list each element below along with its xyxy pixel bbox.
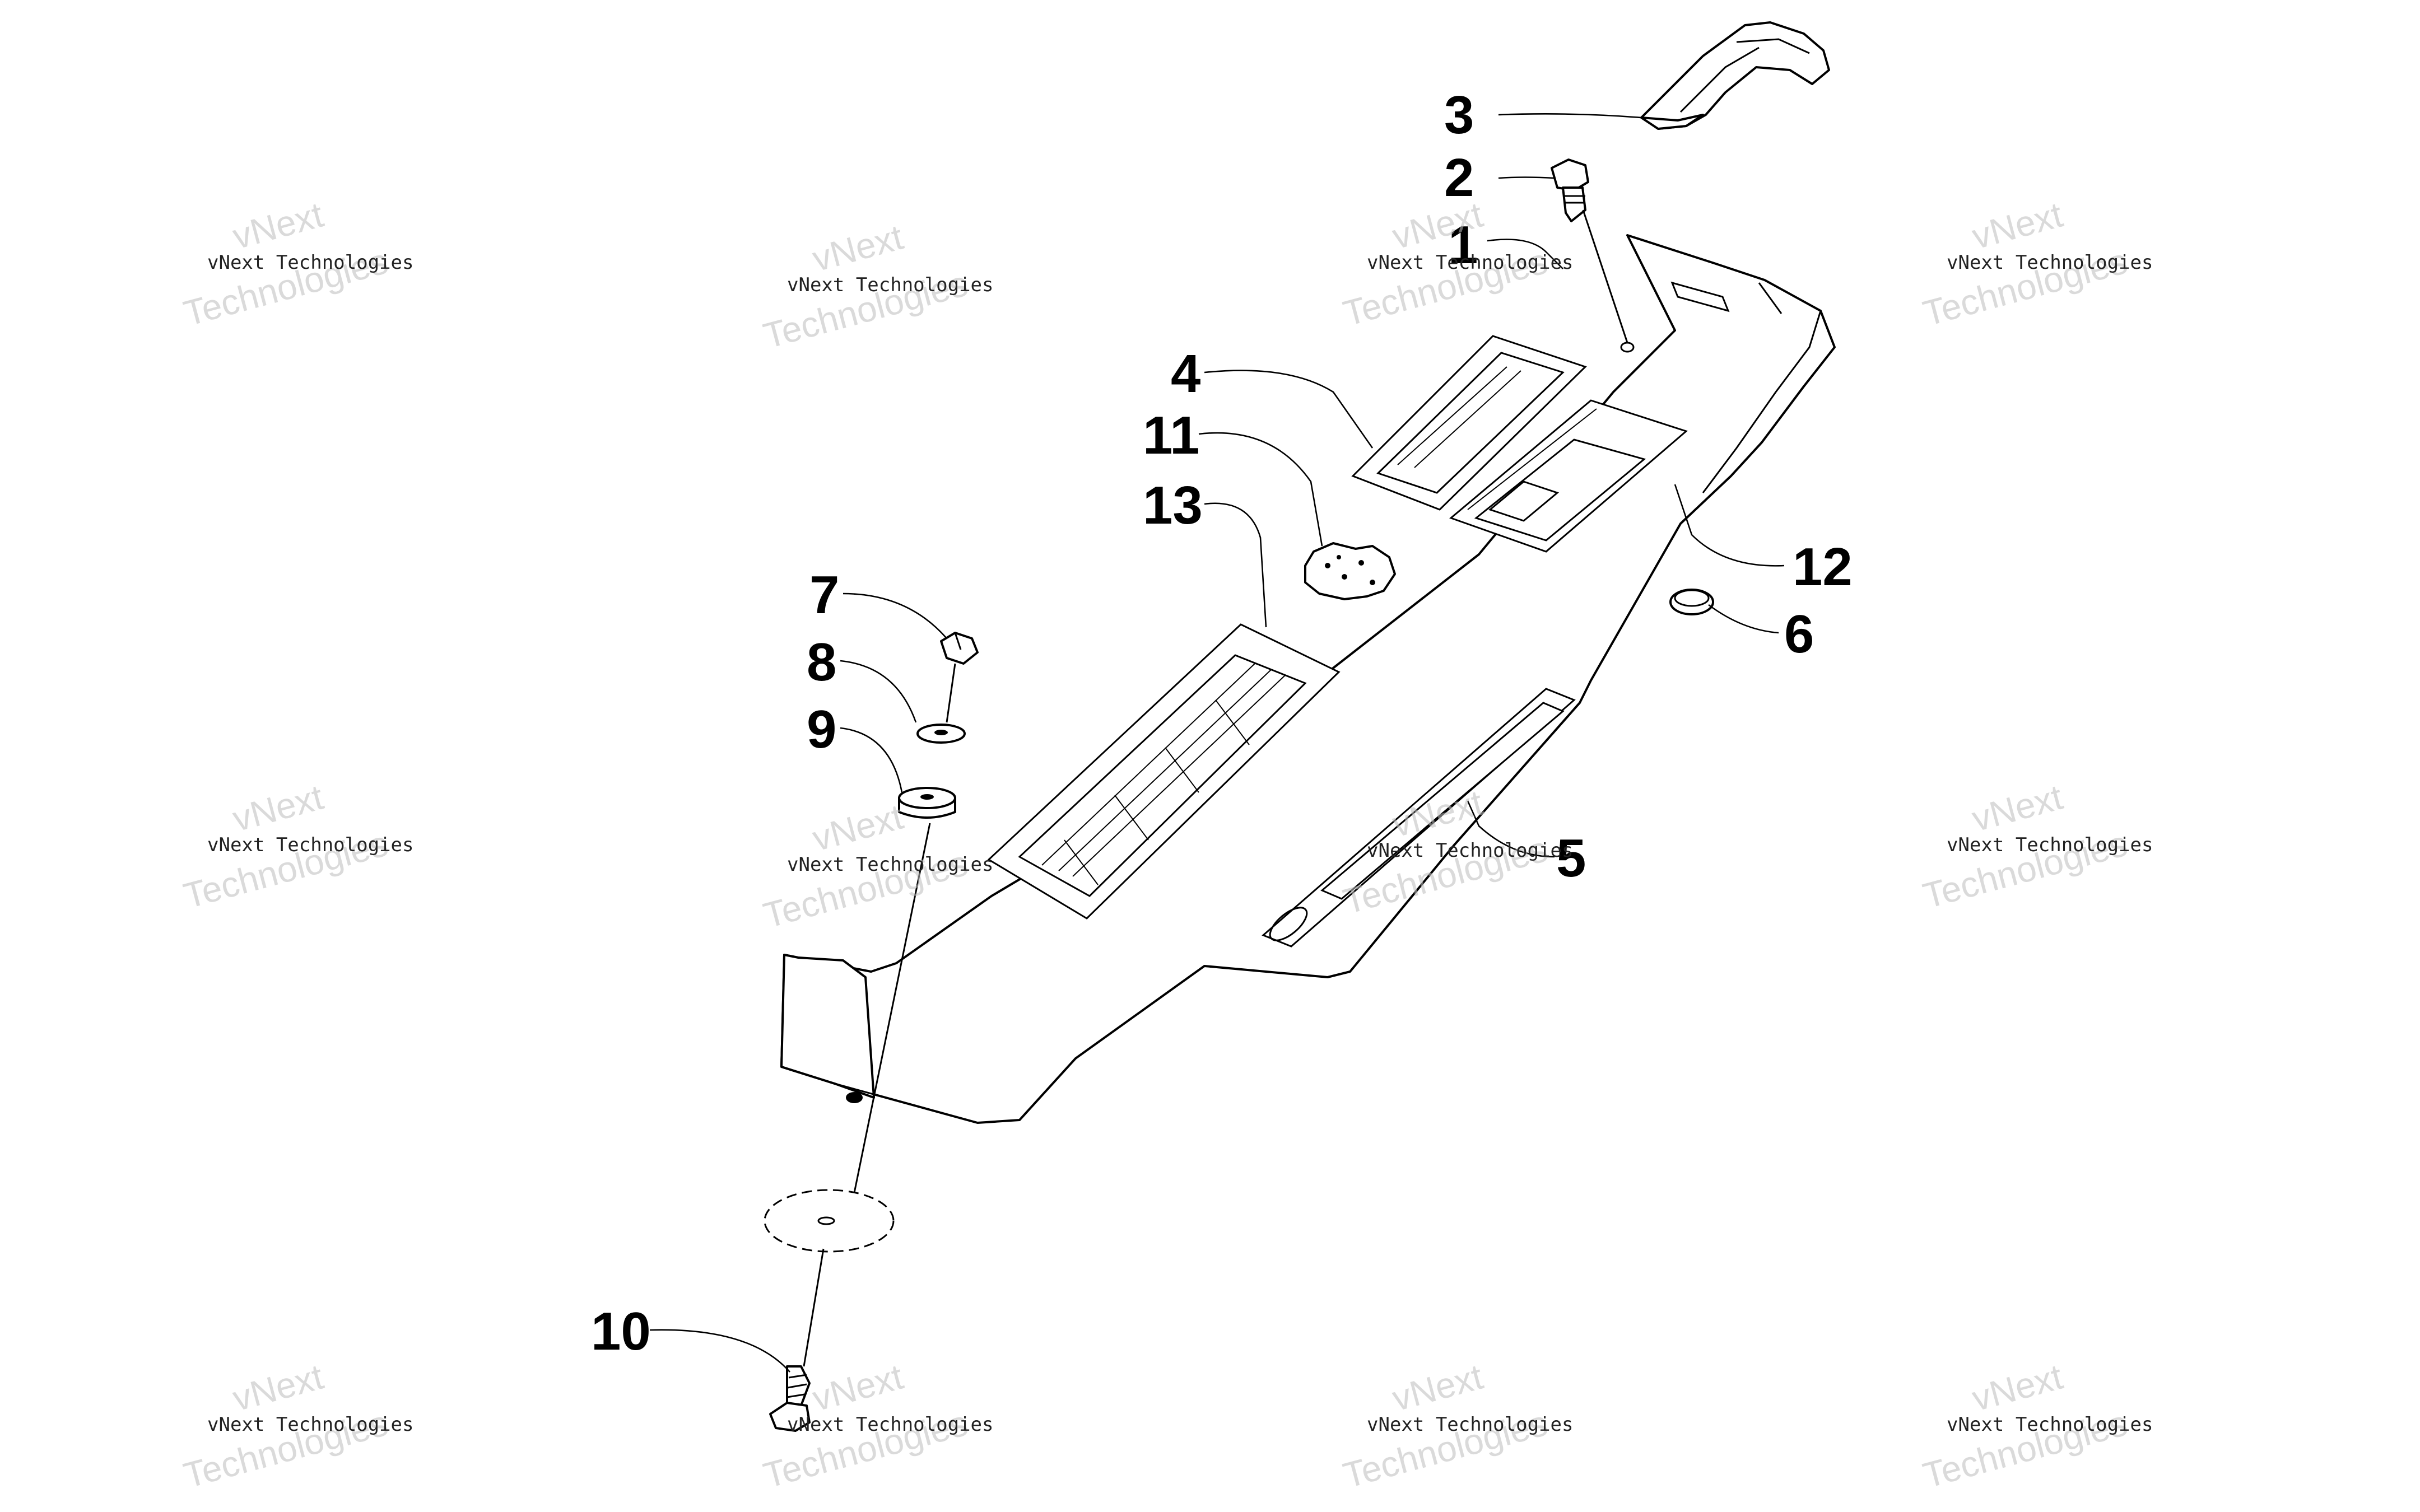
callout-2: 2 (1444, 148, 1474, 208)
assembly-axis-line (946, 663, 956, 723)
watermark-6: vNext Technologies vNext Technologies (759, 796, 993, 936)
watermark-3: vNext Technologies vNext Technologies (1339, 194, 1573, 334)
watermark-12: vNext Technologies vNext Technologies (1919, 1356, 2153, 1496)
svg-text:vNext Technologies: vNext Technologies (207, 834, 413, 856)
callout-numbers: 1 2 3 4 5 6 7 8 9 10 11 12 13 (591, 85, 1853, 1361)
spacer-9 (898, 787, 956, 819)
warning-label-12 (1449, 399, 1688, 553)
svg-text:vNext: vNext (1968, 777, 2067, 839)
callout-3: 3 (1444, 85, 1474, 145)
bolt-2 (1551, 158, 1628, 343)
svg-text:vNext Technologies: vNext Technologies (787, 274, 993, 296)
svg-text:vNext Technologies: vNext Technologies (787, 853, 993, 876)
svg-text:vNext Technologies: vNext Technologies (1367, 839, 1573, 862)
reference-ellipse (764, 1189, 895, 1253)
svg-text:vNext Technologies: vNext Technologies (1947, 251, 2153, 274)
brand-decal-5 (1262, 688, 1576, 948)
callout-1: 1 (1448, 215, 1478, 275)
svg-text:vNext Technologies: vNext Technologies (207, 1413, 413, 1436)
callout-9: 9 (807, 699, 836, 759)
callout-13: 13 (1143, 475, 1203, 535)
svg-text:vNext Technologies: vNext Technologies (1367, 1413, 1573, 1436)
svg-text:vNext: vNext (229, 1356, 328, 1419)
warning-label-4 (1351, 335, 1587, 511)
callout-11: 11 (1143, 405, 1199, 465)
callout-8: 8 (807, 632, 836, 692)
svg-text:vNext: vNext (808, 1356, 908, 1419)
watermark-8: vNext Technologies vNext Technologies (1919, 777, 2153, 916)
clip-bracket-3 (1640, 21, 1830, 130)
svg-text:vNext Technologies: vNext Technologies (207, 251, 413, 274)
foam-pad-11 (1304, 542, 1396, 600)
watermark-5: vNext Technologies vNext Technologies (179, 777, 413, 916)
callout-12: 12 (1793, 537, 1853, 597)
callout-5: 5 (1556, 828, 1586, 888)
grommet-6 (1669, 589, 1714, 615)
nut-7 (940, 632, 979, 665)
svg-text:vNext Technologies: vNext Technologies (787, 1413, 993, 1436)
svg-text:vNext Technologies: vNext Technologies (1367, 251, 1573, 274)
svg-text:vNext: vNext (229, 777, 328, 839)
svg-text:vNext: vNext (808, 217, 908, 279)
svg-text:vNext Technologies: vNext Technologies (1947, 1413, 2153, 1436)
callout-7: 7 (809, 565, 839, 625)
assembly-axis-line-3 (803, 1248, 825, 1367)
callout-6: 6 (1784, 604, 1814, 664)
callout-4: 4 (1171, 344, 1200, 404)
watermark-1: vNext Technologies vNext Technologies (179, 194, 413, 334)
watermark-4: vNext Technologies vNext Technologies (1919, 194, 2153, 334)
svg-text:vNext: vNext (808, 796, 908, 859)
svg-text:vNext Technologies: vNext Technologies (1947, 834, 2153, 856)
callout-10: 10 (591, 1301, 651, 1361)
watermark-2: vNext Technologies vNext Technologies (759, 217, 993, 356)
watermark-11: vNext Technologies vNext Technologies (1339, 1356, 1573, 1496)
svg-text:vNext: vNext (1968, 194, 2067, 257)
washer-8 (916, 724, 966, 744)
watermark-9: vNext Technologies vNext Technologies (179, 1356, 413, 1496)
leader-lines (649, 113, 1785, 1373)
screw-10 (769, 1365, 811, 1432)
svg-text:vNext: vNext (229, 194, 328, 257)
recommendations-label-13 (987, 623, 1341, 920)
assembly-axis-line-2 (853, 823, 931, 1193)
svg-text:vNext: vNext (1388, 1356, 1487, 1419)
svg-text:vNext: vNext (1968, 1356, 2067, 1419)
